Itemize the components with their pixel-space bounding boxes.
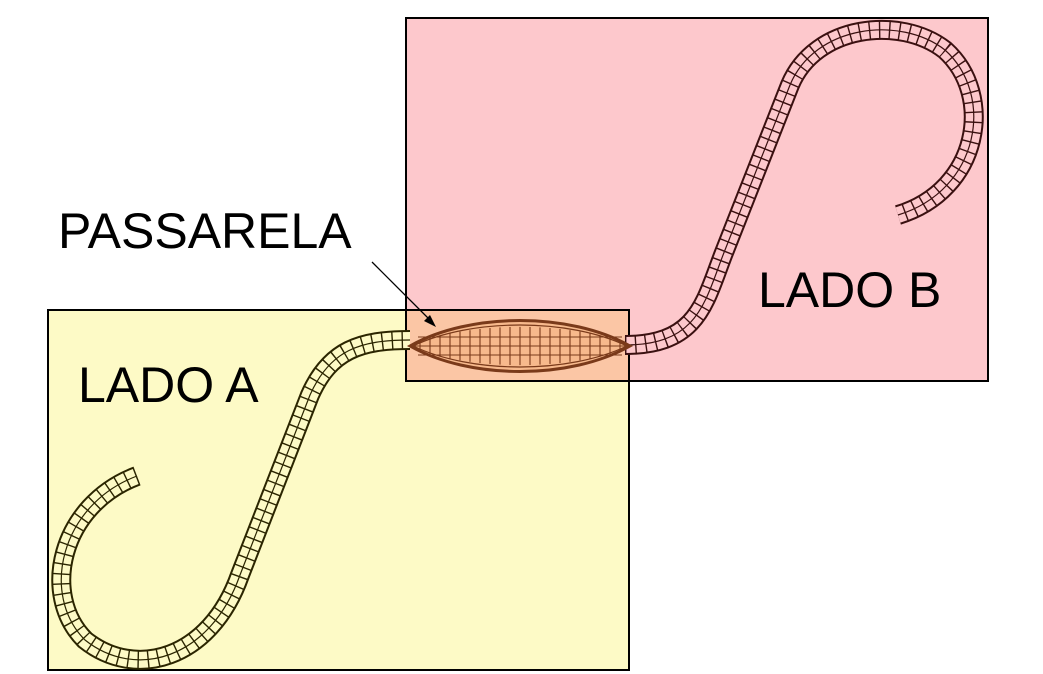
side-b-label: LADO B <box>758 262 941 318</box>
walkway-pointer-arrow <box>371 261 436 327</box>
walkway <box>406 319 634 373</box>
walkway-label: PASSARELA <box>58 203 352 259</box>
side-a-label: LADO A <box>78 357 259 413</box>
track-a <box>51 330 411 670</box>
track-b <box>624 19 984 355</box>
